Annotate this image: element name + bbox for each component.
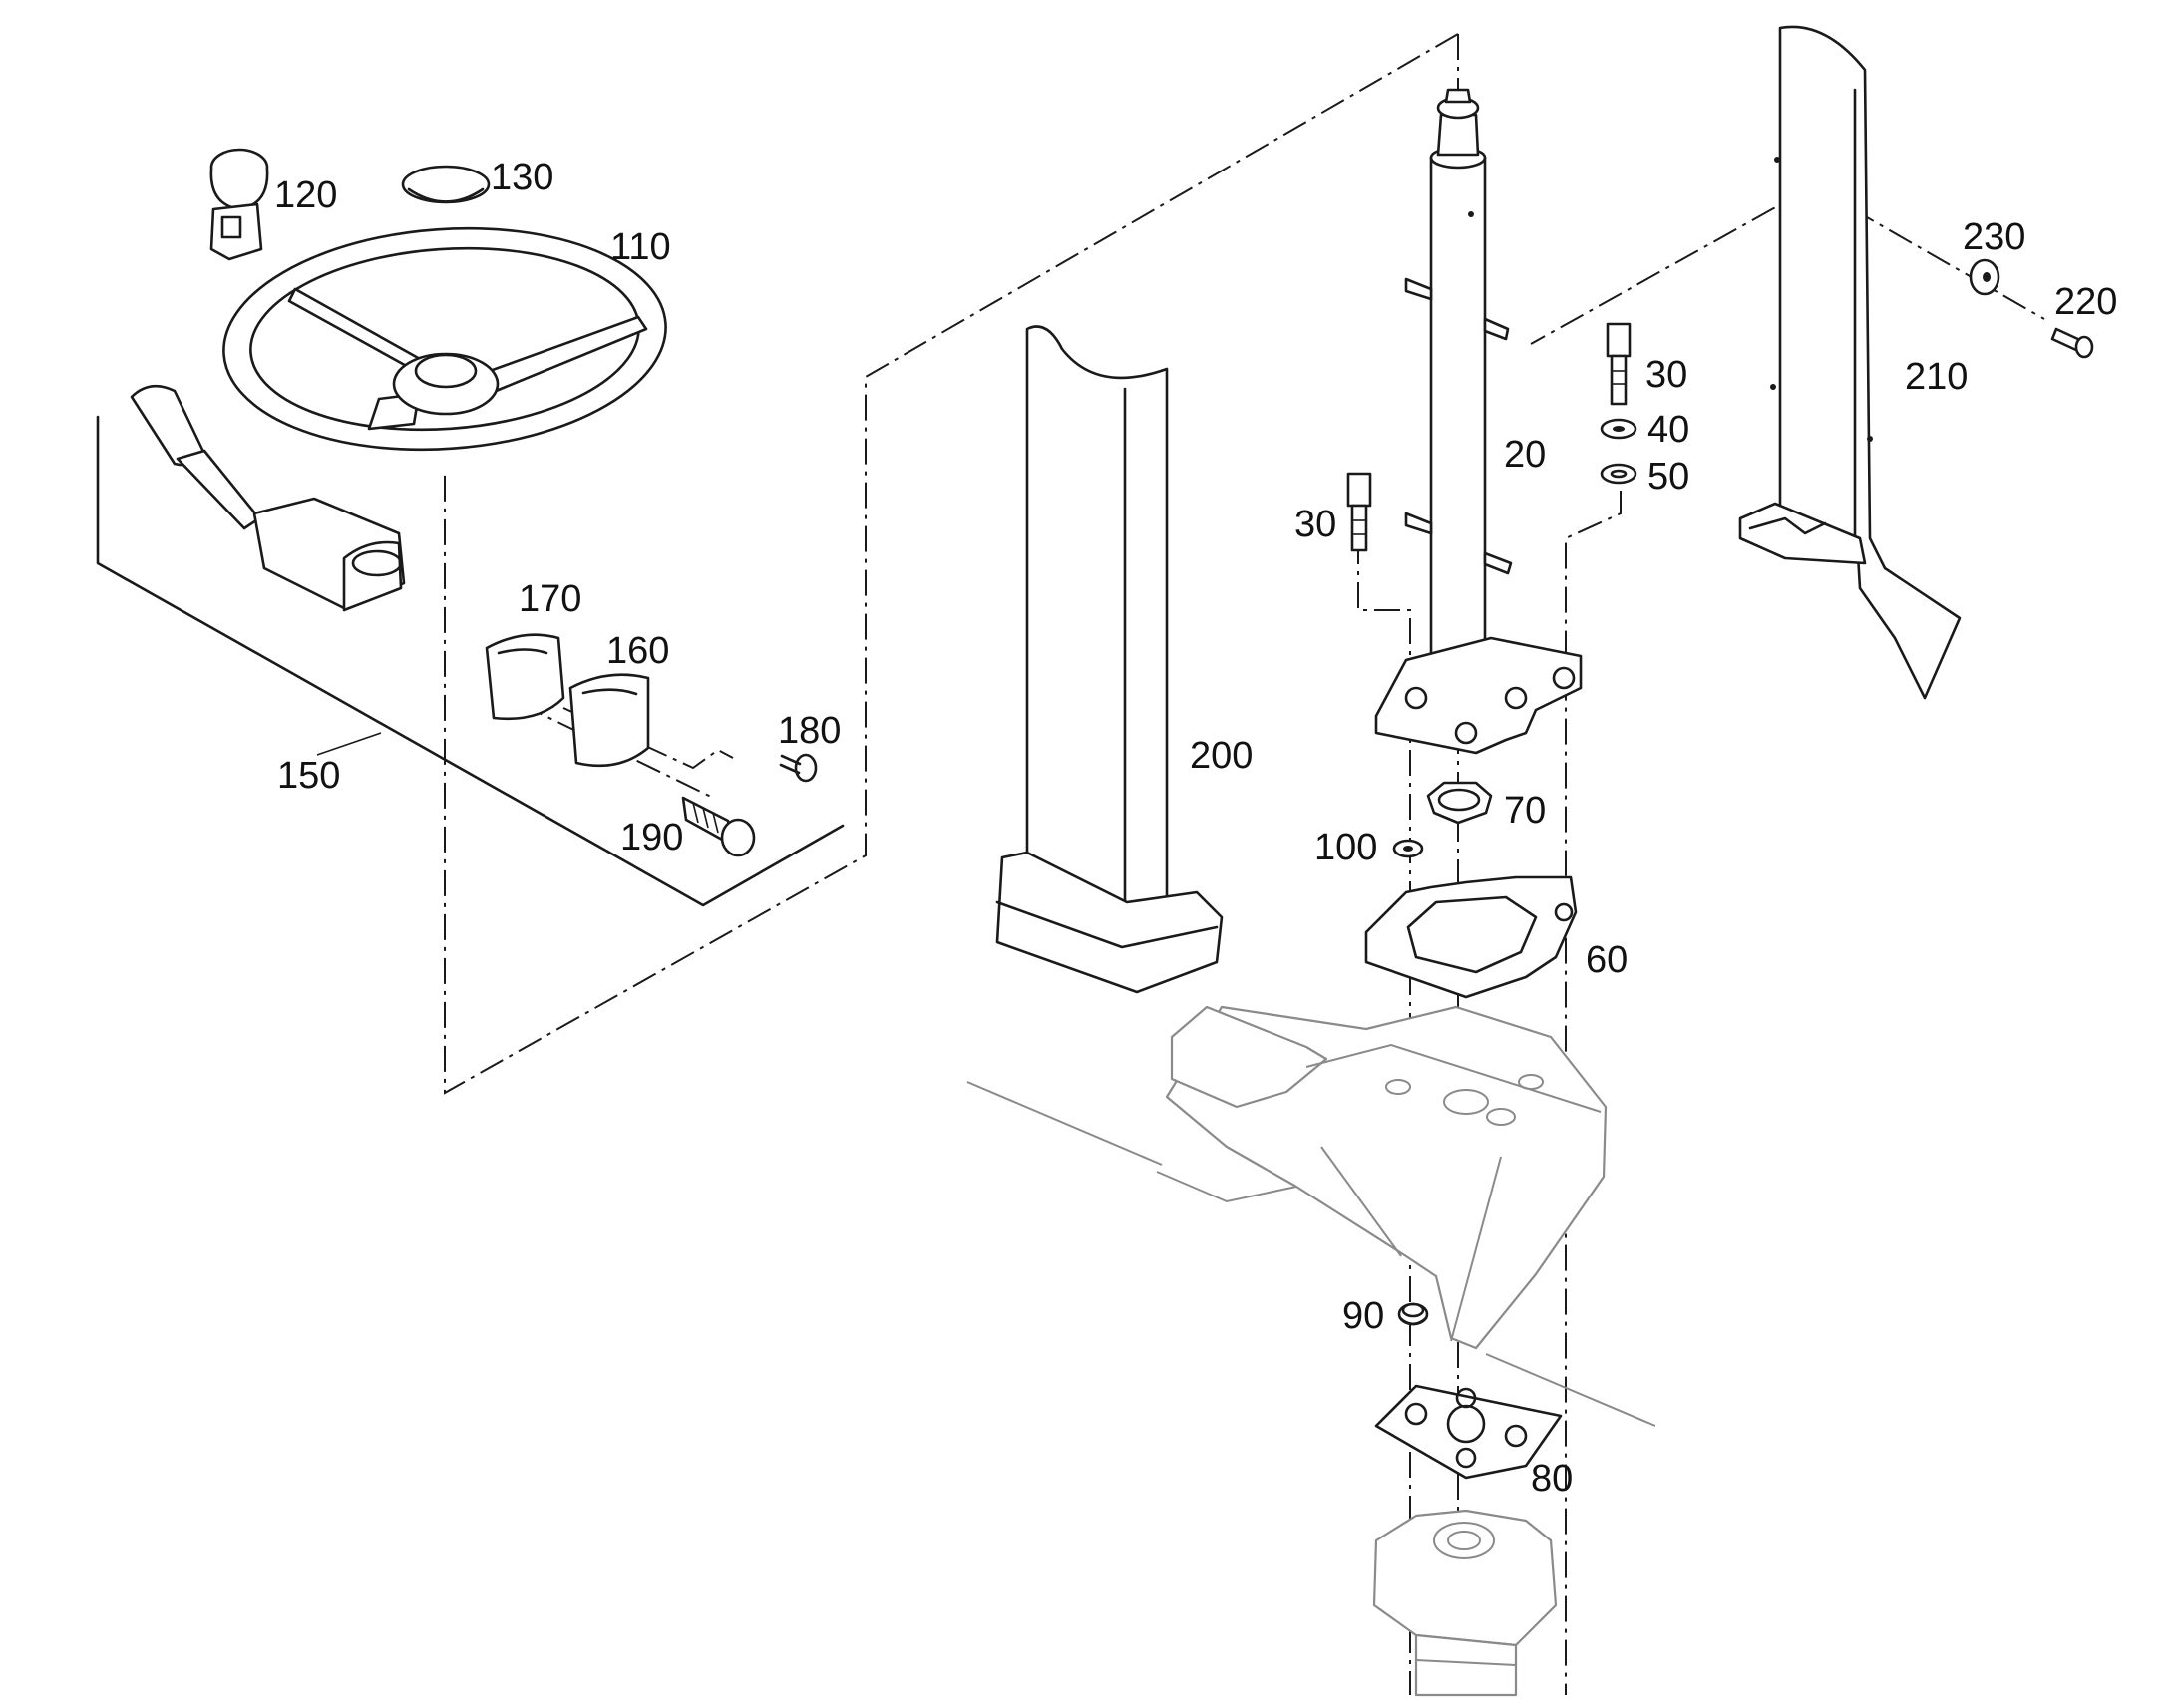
callout-100: 100 [1314,827,1377,868]
callout-90: 90 [1342,1295,1384,1337]
screw-180 [779,753,818,783]
gasket-plate-60 [1364,875,1578,999]
base-console [966,1005,1656,1427]
callout-180: 180 [778,710,841,752]
clamp-half-lower [568,673,650,768]
joystick-lever [130,384,406,612]
callout-labels: 20 30 40 50 30 60 70 80 90 100 110 120 1… [274,157,2117,1500]
callout-150: 150 [277,755,340,797]
callout-80: 80 [1531,1458,1573,1500]
bolt-30-left [1346,472,1372,552]
callout-210: 210 [1905,356,1968,398]
front-column-cover [995,325,1224,994]
column-mounting-flange [1374,636,1583,755]
plug-90 [1397,1302,1429,1326]
clamp-half-upper [485,633,565,721]
callout-30-right: 30 [1645,354,1687,396]
steering-wheel [222,226,667,452]
washer-40 [1600,418,1637,440]
washer-230 [1969,258,2000,296]
callout-20: 20 [1504,434,1546,476]
callout-160: 160 [606,630,669,672]
callout-230: 230 [1963,216,2025,258]
bolt-30-right [1606,322,1632,406]
callout-130: 130 [491,157,553,198]
callout-170: 170 [519,578,581,620]
hex-nut-70 [1426,781,1493,825]
callout-60: 60 [1586,939,1628,981]
steering-unit [1372,1509,1558,1697]
callout-220: 220 [2054,281,2117,323]
callout-70: 70 [1504,790,1546,832]
screw-220 [2050,327,2094,359]
callout-30-left: 30 [1294,504,1336,545]
callout-200: 200 [1190,735,1253,777]
joystick-mount-frame [96,415,845,907]
steering-column-shaft [1404,88,1513,718]
spinner-knob [209,148,269,261]
washer-100 [1392,839,1424,858]
callout-50: 50 [1647,456,1689,498]
washer-50 [1600,463,1637,485]
callout-40: 40 [1647,409,1689,451]
horn-cap [401,165,491,204]
square-gasket-80 [1374,1384,1563,1480]
bolt-190 [681,796,756,857]
callout-190: 190 [620,817,683,858]
callout-120: 120 [274,174,337,216]
callout-110: 110 [610,226,671,268]
rear-column-cover [1738,25,1962,700]
